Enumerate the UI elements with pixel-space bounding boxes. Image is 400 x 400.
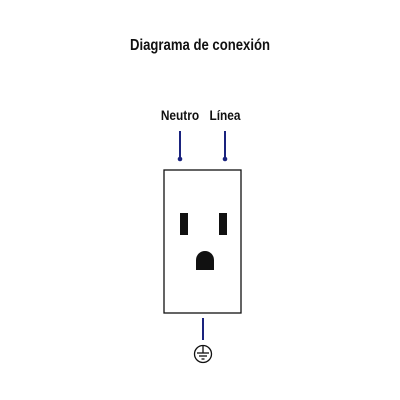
neutral-slot [180,213,188,235]
line-terminal-label: Línea [209,107,241,123]
ground-symbol-icon [193,344,213,364]
neutral-wire [177,131,183,162]
neutral-terminal-label: Neutro [160,107,200,123]
diagram-title: Diagrama de conexión [130,37,270,54]
ground-slot [196,251,214,270]
outlet-faceplate [163,169,242,314]
outlet-receptacle-icon [163,169,242,314]
neutral-terminal-dot [177,156,183,162]
line-slot [219,213,227,235]
line-wire [222,131,228,162]
line-terminal-dot [222,156,228,162]
